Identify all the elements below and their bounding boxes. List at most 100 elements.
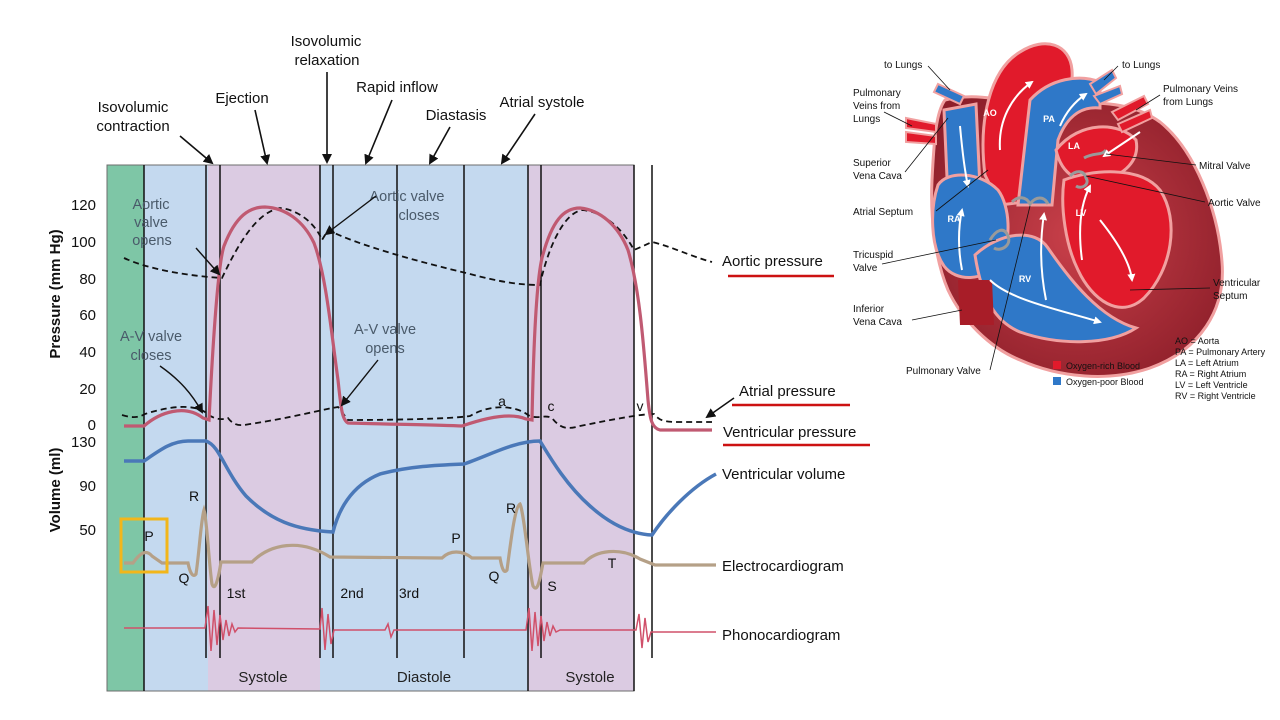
label-atrial-pressure: Atrial pressure bbox=[739, 383, 836, 400]
phase-boundaries bbox=[143, 165, 653, 691]
left-ventricle bbox=[1061, 170, 1173, 309]
label-pulm-veins-left-3: Lungs bbox=[853, 114, 880, 125]
curve-labels: Aortic pressure Atrial pressure Ventricu… bbox=[705, 253, 870, 644]
label-mitral-valve: Mitral Valve bbox=[1199, 161, 1251, 172]
wave-v: v bbox=[637, 398, 644, 414]
legend-swatch-rich bbox=[1053, 361, 1061, 369]
label-isovolumic-contraction-2: contraction bbox=[96, 118, 169, 135]
chamber-ao: AO bbox=[983, 108, 997, 118]
aortic-valve-shape bbox=[1068, 170, 1089, 189]
arrow-av-opens bbox=[340, 359, 379, 407]
tick-0: 0 bbox=[88, 417, 96, 434]
label-diastasis: Diastasis bbox=[426, 107, 487, 124]
arrow-ejection bbox=[254, 109, 271, 165]
label-isovolumic-relaxation-1: Isovolumic bbox=[291, 33, 362, 50]
arrow-aortic-opens bbox=[195, 247, 221, 276]
label-svc-2: Vena Cava bbox=[853, 171, 902, 182]
atrial-pressure-curve bbox=[121, 406, 712, 429]
heart-labels: to Lungs to Lungs Pulmonary Veins from L… bbox=[853, 60, 1261, 377]
heart-legend: Oxygen-rich Blood Oxygen-poor Blood bbox=[1053, 361, 1144, 387]
volume-axis-title: Volume (ml) bbox=[47, 448, 64, 533]
label-tricuspid-2: Valve bbox=[853, 263, 878, 274]
band-systole-2 bbox=[528, 165, 634, 691]
ventricular-volume-curve bbox=[124, 439, 717, 537]
right-ventricle bbox=[973, 233, 1140, 344]
band-systole-1 bbox=[208, 165, 320, 691]
band-pre-systole bbox=[144, 165, 208, 691]
abbreviations: AO = Aorta PA = Pulmonary Artery LA = Le… bbox=[1175, 336, 1266, 401]
aortic-pressure-curve bbox=[123, 207, 713, 286]
abbr-rv: RV = Right Ventricle bbox=[1175, 391, 1256, 401]
label-aortic-pressure: Aortic pressure bbox=[722, 253, 823, 270]
label-to-lungs-right: to Lungs bbox=[1122, 60, 1160, 71]
label-phonocardiogram: Phonocardiogram bbox=[722, 627, 840, 644]
abbr-pa: PA = Pulmonary Artery bbox=[1175, 347, 1266, 357]
chamber-rv: RV bbox=[1019, 274, 1031, 284]
tick-40: 40 bbox=[79, 344, 96, 361]
tick-120: 120 bbox=[71, 197, 96, 214]
label-pulm-veins-left-1: Pulmonary bbox=[853, 88, 901, 99]
inferior-vena-cava bbox=[958, 280, 994, 325]
ecg-s2: S bbox=[547, 578, 556, 594]
legend-poor: Oxygen-poor Blood bbox=[1066, 377, 1144, 387]
note-aortic-opens-3: opens bbox=[132, 233, 172, 249]
tick-130: 130 bbox=[71, 434, 96, 451]
label-to-lungs-left: to Lungs bbox=[884, 60, 922, 71]
chamber-la: LA bbox=[1068, 141, 1080, 151]
pulmonary-artery bbox=[1016, 76, 1102, 207]
wiggers-diagram: Isovolumic contraction Ejection Isovolum… bbox=[47, 33, 870, 692]
ecg-q1: Q bbox=[179, 570, 190, 586]
ecg-q2: Q bbox=[489, 568, 500, 584]
label-atrial-septum: Atrial Septum bbox=[853, 207, 913, 218]
pressure-axis: Pressure (mm Hg) 120 100 80 60 40 20 0 bbox=[47, 197, 96, 434]
chamber-ra: RA bbox=[948, 214, 961, 224]
chamber-pa: PA bbox=[1043, 114, 1055, 124]
note-aortic-closes-2: closes bbox=[398, 208, 439, 224]
wave-a: a bbox=[498, 393, 506, 409]
note-aortic-opens-2: valve bbox=[134, 215, 168, 231]
note-aortic-closes-1: Aortic valve bbox=[370, 189, 445, 205]
pulmonary-valve bbox=[1010, 196, 1050, 207]
label-rapid-inflow: Rapid inflow bbox=[356, 79, 438, 96]
label-svc-1: Superior bbox=[853, 158, 891, 169]
note-av-closes-2: closes bbox=[130, 348, 171, 364]
label-ejection: Ejection bbox=[215, 90, 268, 107]
ecg-r1: R bbox=[189, 488, 199, 504]
label-aortic-valve: Aortic Valve bbox=[1208, 198, 1261, 209]
ecg-t2: T bbox=[608, 555, 617, 571]
arrow-rapid-inflow bbox=[364, 99, 393, 165]
label-ventricular-pressure: Ventricular pressure bbox=[723, 424, 856, 441]
label-electrocardiogram: Electrocardiogram bbox=[722, 558, 844, 575]
ecg-p2: P bbox=[451, 530, 460, 546]
arrow-diastasis bbox=[429, 126, 451, 165]
label-pulmonary-valve: Pulmonary Valve bbox=[906, 366, 981, 377]
valve-annotations: Aortic valve opens Aortic valve closes A… bbox=[120, 189, 445, 414]
legend-swatch-poor bbox=[1053, 377, 1061, 385]
label-isovolumic-contraction-1: Isovolumic bbox=[98, 99, 169, 116]
label-ventricular-volume: Ventricular volume bbox=[722, 466, 845, 483]
label-atrial-systole: Atrial systole bbox=[499, 94, 584, 111]
note-aortic-opens-1: Aortic bbox=[132, 197, 169, 213]
abbr-lv: LV = Left Ventricle bbox=[1175, 380, 1248, 390]
abbr-ao: AO = Aorta bbox=[1175, 336, 1219, 346]
ecg-highlight-box bbox=[119, 517, 169, 574]
ecg-p1: P bbox=[144, 528, 153, 544]
chamber-lv: LV bbox=[1076, 208, 1087, 218]
tick-60: 60 bbox=[79, 307, 96, 324]
ventricular-pressure-curve bbox=[124, 205, 712, 432]
tick-100: 100 bbox=[71, 234, 96, 251]
abbr-la: LA = Left Atrium bbox=[1175, 358, 1239, 368]
wave-c: c bbox=[548, 398, 555, 414]
label-ivc-1: Inferior bbox=[853, 304, 885, 315]
sound-1st: 1st bbox=[227, 585, 246, 601]
arrow-isovolumic-contraction bbox=[179, 135, 214, 165]
tick-80: 80 bbox=[79, 271, 96, 288]
ecg-curve bbox=[124, 501, 716, 590]
band-diastole bbox=[320, 165, 528, 691]
tricuspid-valve bbox=[988, 228, 1011, 251]
phase-diastole: Diastole bbox=[397, 669, 451, 686]
tick-20: 20 bbox=[79, 381, 96, 398]
note-av-opens-2: opens bbox=[365, 341, 405, 357]
